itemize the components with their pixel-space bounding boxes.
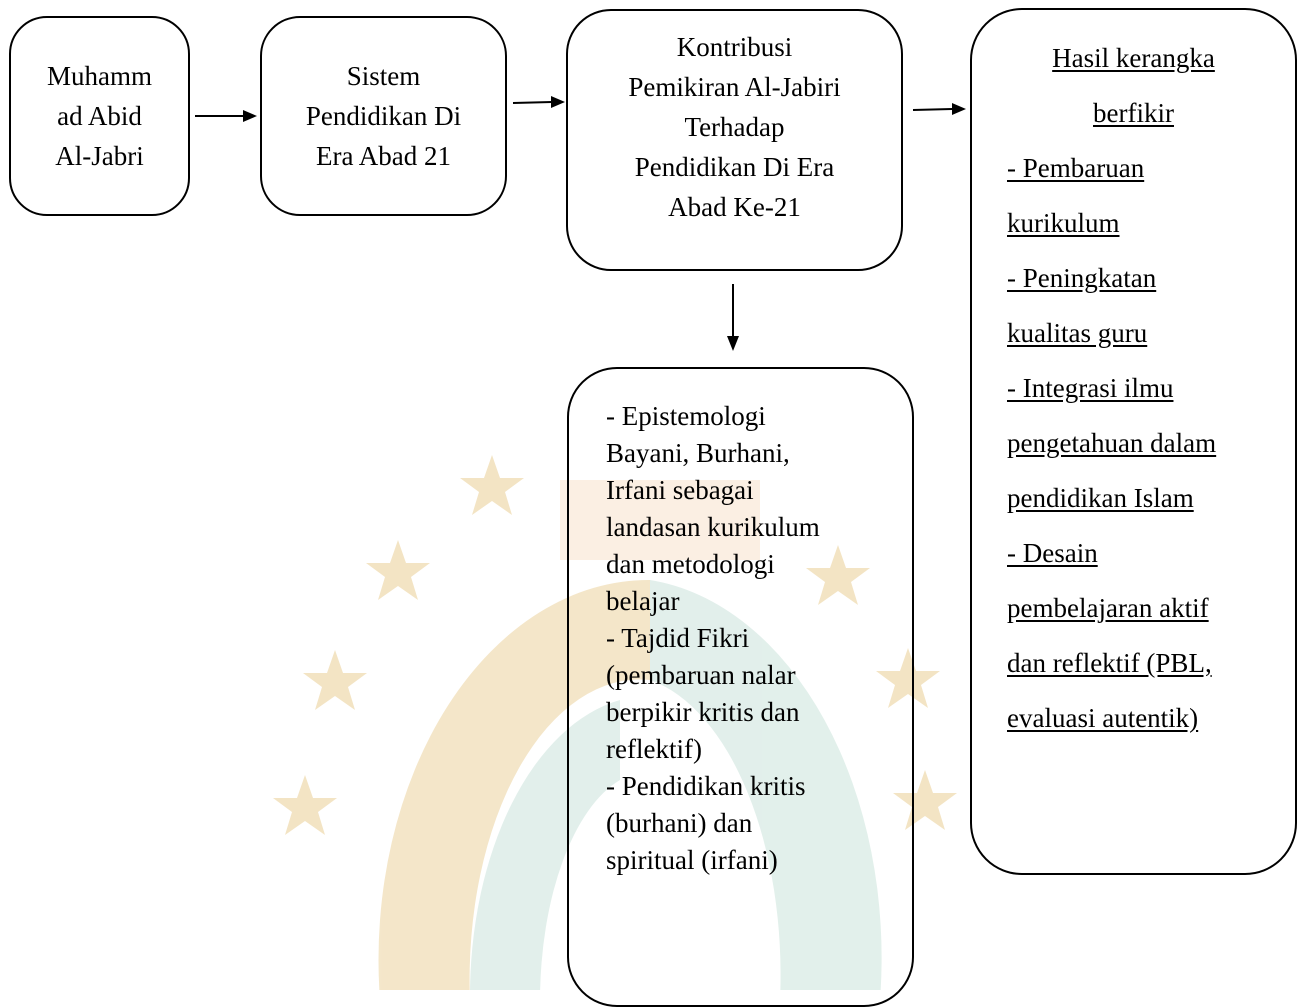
- text-line: berfikir: [1093, 98, 1174, 128]
- star-icon: [460, 455, 524, 515]
- node-hasil-kerangka-berfikir: Hasil kerangka berfikir - Pembaruan kuriku…: [970, 8, 1297, 875]
- text-line: (pembaruan nalar: [606, 660, 796, 690]
- star-icon: [366, 540, 430, 600]
- watermark-arc-teal: [650, 580, 882, 990]
- text-line: dan reflektif (PBL,: [1007, 648, 1212, 678]
- arrowhead-icon: [243, 110, 257, 122]
- watermark-stars: [273, 455, 957, 835]
- text-line: - Pembaruan: [1007, 153, 1145, 183]
- text-line: - Pendidikan kritis: [606, 771, 806, 801]
- text-line: Pendidikan Di Era: [634, 152, 835, 182]
- arrowhead-icon: [952, 103, 966, 115]
- star-icon: [876, 648, 940, 708]
- text-line: belajar: [606, 586, 680, 616]
- text-line: (burhani) dan: [606, 808, 753, 838]
- arrow-down: [727, 284, 739, 351]
- text-line: Irfani sebagai: [606, 475, 754, 505]
- text-line: Pendidikan Di: [305, 101, 462, 131]
- text-line: landasan kurikulum: [606, 512, 820, 542]
- text-line: Bayani, Burhani,: [606, 438, 790, 468]
- text-line: Pemikiran Al-Jabiri: [628, 72, 841, 102]
- text-line: evaluasi autentik): [1007, 703, 1199, 733]
- text-line: - Tajdid Fikri: [606, 623, 750, 653]
- text-line: Kontribusi: [676, 32, 793, 62]
- text-line: kurikulum: [1007, 208, 1120, 238]
- text-line: Abad Ke-21: [668, 192, 801, 222]
- text-line: Hasil kerangka: [1052, 43, 1215, 73]
- text-line: spiritual (irfani): [606, 845, 778, 875]
- watermark-band: [560, 480, 760, 560]
- arrow-2: [512, 96, 565, 108]
- arrowhead-icon: [551, 96, 565, 108]
- arrowhead-icon: [727, 336, 739, 351]
- text-line: pendidikan Islam: [1007, 483, 1194, 513]
- arrow-3: [912, 103, 966, 115]
- text-line: pembelajaran aktif: [1007, 593, 1209, 623]
- text-line: dan metodologi: [606, 549, 775, 579]
- text-line: Al-Jabri: [55, 141, 144, 171]
- text-line: - Epistemologi: [606, 401, 766, 431]
- text-line: - Desain: [1007, 538, 1098, 568]
- watermark-arc-outer: [378, 579, 650, 990]
- arrow-1: [195, 110, 257, 122]
- text-line: Sistem: [346, 61, 421, 91]
- text-line: Muhamm: [47, 61, 152, 91]
- star-icon: [806, 545, 870, 605]
- hasil-title: Hasil kerangka berfikir: [972, 40, 1295, 132]
- star-icon: [303, 650, 367, 710]
- text-line: berpikir kritis dan: [606, 697, 800, 727]
- text-line: pengetahuan dalam: [1007, 428, 1217, 458]
- hasil-items: - Pembaruan kurikulum - Peningkatan kualita…: [972, 150, 1295, 737]
- star-icon: [893, 770, 957, 830]
- text-line: ad Abid: [57, 101, 142, 131]
- text-line: Terhadap: [684, 112, 785, 142]
- text-line: - Peningkatan: [1007, 263, 1157, 293]
- watermark-arc-inner: [470, 700, 620, 990]
- text-line: - Integrasi ilmu: [1007, 373, 1174, 403]
- text-line: kualitas guru: [1007, 318, 1148, 348]
- text-line: reflektif): [606, 734, 702, 764]
- text-line: Era Abad 21: [316, 141, 451, 171]
- star-icon: [273, 775, 337, 835]
